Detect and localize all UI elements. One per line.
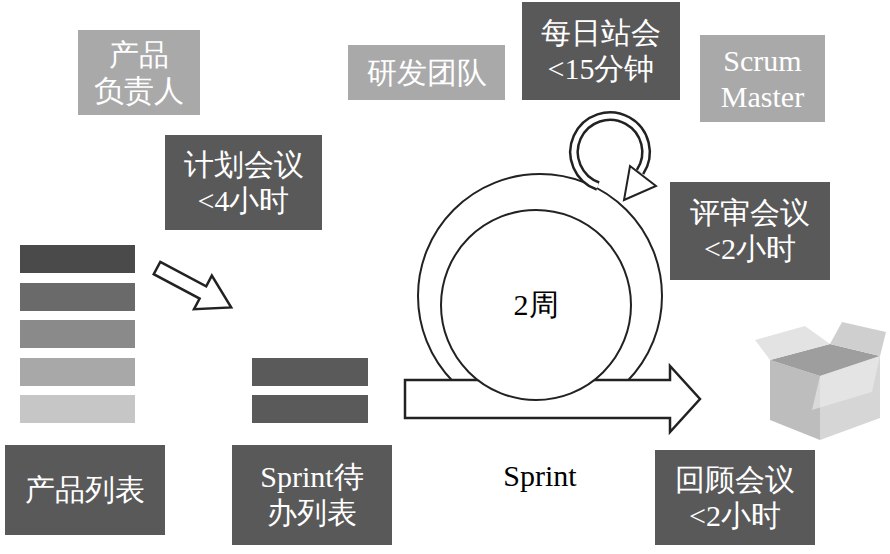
meeting-box: 每日站会<15分钟 <box>522 2 680 100</box>
node-text: 回顾会议 <box>675 462 795 498</box>
node-text: 产品 负责人 <box>91 37 187 109</box>
daily-loop <box>574 116 656 200</box>
phase-label: Sprint <box>503 458 576 494</box>
backlog-stripe <box>20 320 135 348</box>
backlog-stripe <box>20 358 135 386</box>
node-text: 产品列表 <box>25 472 145 508</box>
node-text: Scrum Master <box>708 43 818 115</box>
sprint-stripe <box>252 358 368 386</box>
node-text: 2周 <box>514 287 559 323</box>
node-text: <15分钟 <box>548 51 655 87</box>
node-text: <4小时 <box>198 183 290 219</box>
product-box-icon <box>755 322 886 440</box>
sprint-stripe <box>252 395 368 423</box>
role-box: 研发团队 <box>348 45 505 100</box>
meeting-box: 回顾会议<2小时 <box>655 450 815 545</box>
node-text: Sprint待 办列表 <box>251 459 373 531</box>
backlog-stripe <box>20 395 135 423</box>
sprint-circle: 2周 <box>440 209 632 401</box>
role-box: Scrum Master <box>700 35 825 122</box>
node-text: <2小时 <box>704 231 796 267</box>
artifact-box: 产品列表 <box>5 445 165 535</box>
meeting-box: 评审会议<2小时 <box>670 182 830 280</box>
node-text: 研发团队 <box>367 55 487 91</box>
artifact-box: Sprint待 办列表 <box>232 445 392 545</box>
node-text: 评审会议 <box>690 195 810 231</box>
meeting-box: 计划会议<4小时 <box>165 135 322 230</box>
backlog-stripe <box>20 283 135 311</box>
role-box: 产品 负责人 <box>78 30 200 115</box>
flow-arrow <box>148 251 240 324</box>
node-text: <2小时 <box>689 498 781 534</box>
backlog-stripe <box>20 245 135 273</box>
node-text: 计划会议 <box>184 147 304 183</box>
node-text: 每日站会 <box>541 15 661 51</box>
